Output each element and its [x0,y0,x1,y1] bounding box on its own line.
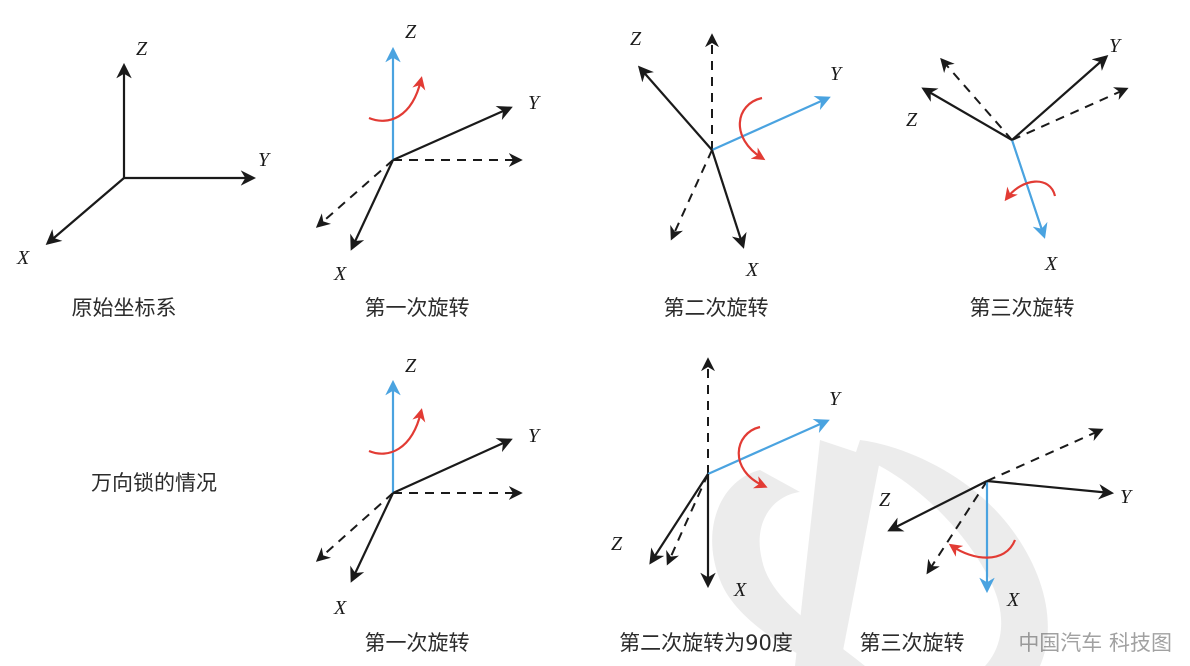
x-label: X [16,247,30,269]
watermark-logo [712,440,1048,666]
x-label: X [1006,589,1020,611]
x-label: X [745,259,759,281]
panel-lock-third-rotation: Z Y X 第三次旋转 [860,428,1133,655]
y-axis [392,105,513,162]
panel-lock-first-rotation: Z Y X 第一次旋转 [315,355,541,655]
dashed-y-reference [986,428,1104,482]
x-label: X [333,597,347,619]
dashed-x-reference [315,492,394,562]
rotation-arrow [737,425,768,489]
panel-third-rotation: Z Y X 第三次旋转 [906,35,1129,320]
x-label: X [1044,253,1058,275]
y-label: Y [1120,486,1133,508]
y-label: Y [829,388,842,410]
z-label: Z [405,21,417,43]
caption-gimbal-lock: 万向锁的情况 [91,471,217,495]
z-label: Z [879,489,891,511]
y-label: Y [830,63,843,85]
panel-second-rotation: Z Y X 第二次旋转 [630,28,843,320]
rotation-arrow [368,408,426,455]
y-axis [1011,54,1109,141]
y-label: Y [528,425,541,447]
rotation-arrow [948,539,1017,559]
dashed-x-reference [315,159,394,228]
caption-third-rotation: 第三次旋转 [970,296,1075,320]
y-axis-rotating [707,418,830,476]
z-axis [637,65,713,151]
z-label: Z [906,109,918,131]
y-axis-rotating [711,96,831,152]
dashed-y-reference [1011,87,1129,141]
z-label: Z [630,28,642,50]
y-label: Y [258,149,271,171]
x-axis [710,149,747,249]
z-label: Z [405,355,417,377]
x-axis [350,159,394,251]
y-label: Y [528,92,541,114]
panel-original: Z Y X 原始坐标系 [16,38,271,320]
rotation-arrow [738,96,766,161]
rotation-arrow [1004,180,1057,202]
panel-first-rotation: Z Y X 第一次旋转 [315,21,541,320]
z-axis [887,480,988,532]
y-axis [392,438,513,495]
caption-lock-second-rotation: 第二次旋转为90度 [619,631,793,655]
y-axis [986,479,1115,500]
caption-original: 原始坐标系 [72,296,177,320]
caption-first-rotation: 第一次旋转 [365,296,470,320]
dashed-x-reference [926,480,988,575]
x-label: X [733,579,747,601]
z-label: Z [611,533,623,555]
z-axis [649,473,709,565]
caption-lock-third-rotation: 第三次旋转 [860,631,965,655]
dashed-x-reference [666,473,709,566]
z-axis [921,87,1013,141]
dashed-z-reference [940,57,1013,141]
dashed-x-reference [670,149,713,241]
x-axis [45,177,125,246]
watermark-text: 中国汽车 科技图 [1018,631,1172,655]
x-label: X [333,263,347,285]
y-label: Y [1109,35,1122,57]
caption-second-rotation: 第二次旋转 [664,296,769,320]
z-label: Z [136,38,148,60]
x-axis-rotating [1010,139,1048,239]
panel-lock-second-rotation: Z Y X 第二次旋转为90度 [611,357,842,655]
x-axis [350,492,394,583]
caption-lock-first-rotation: 第一次旋转 [365,631,470,655]
rotation-arrow [368,76,426,122]
